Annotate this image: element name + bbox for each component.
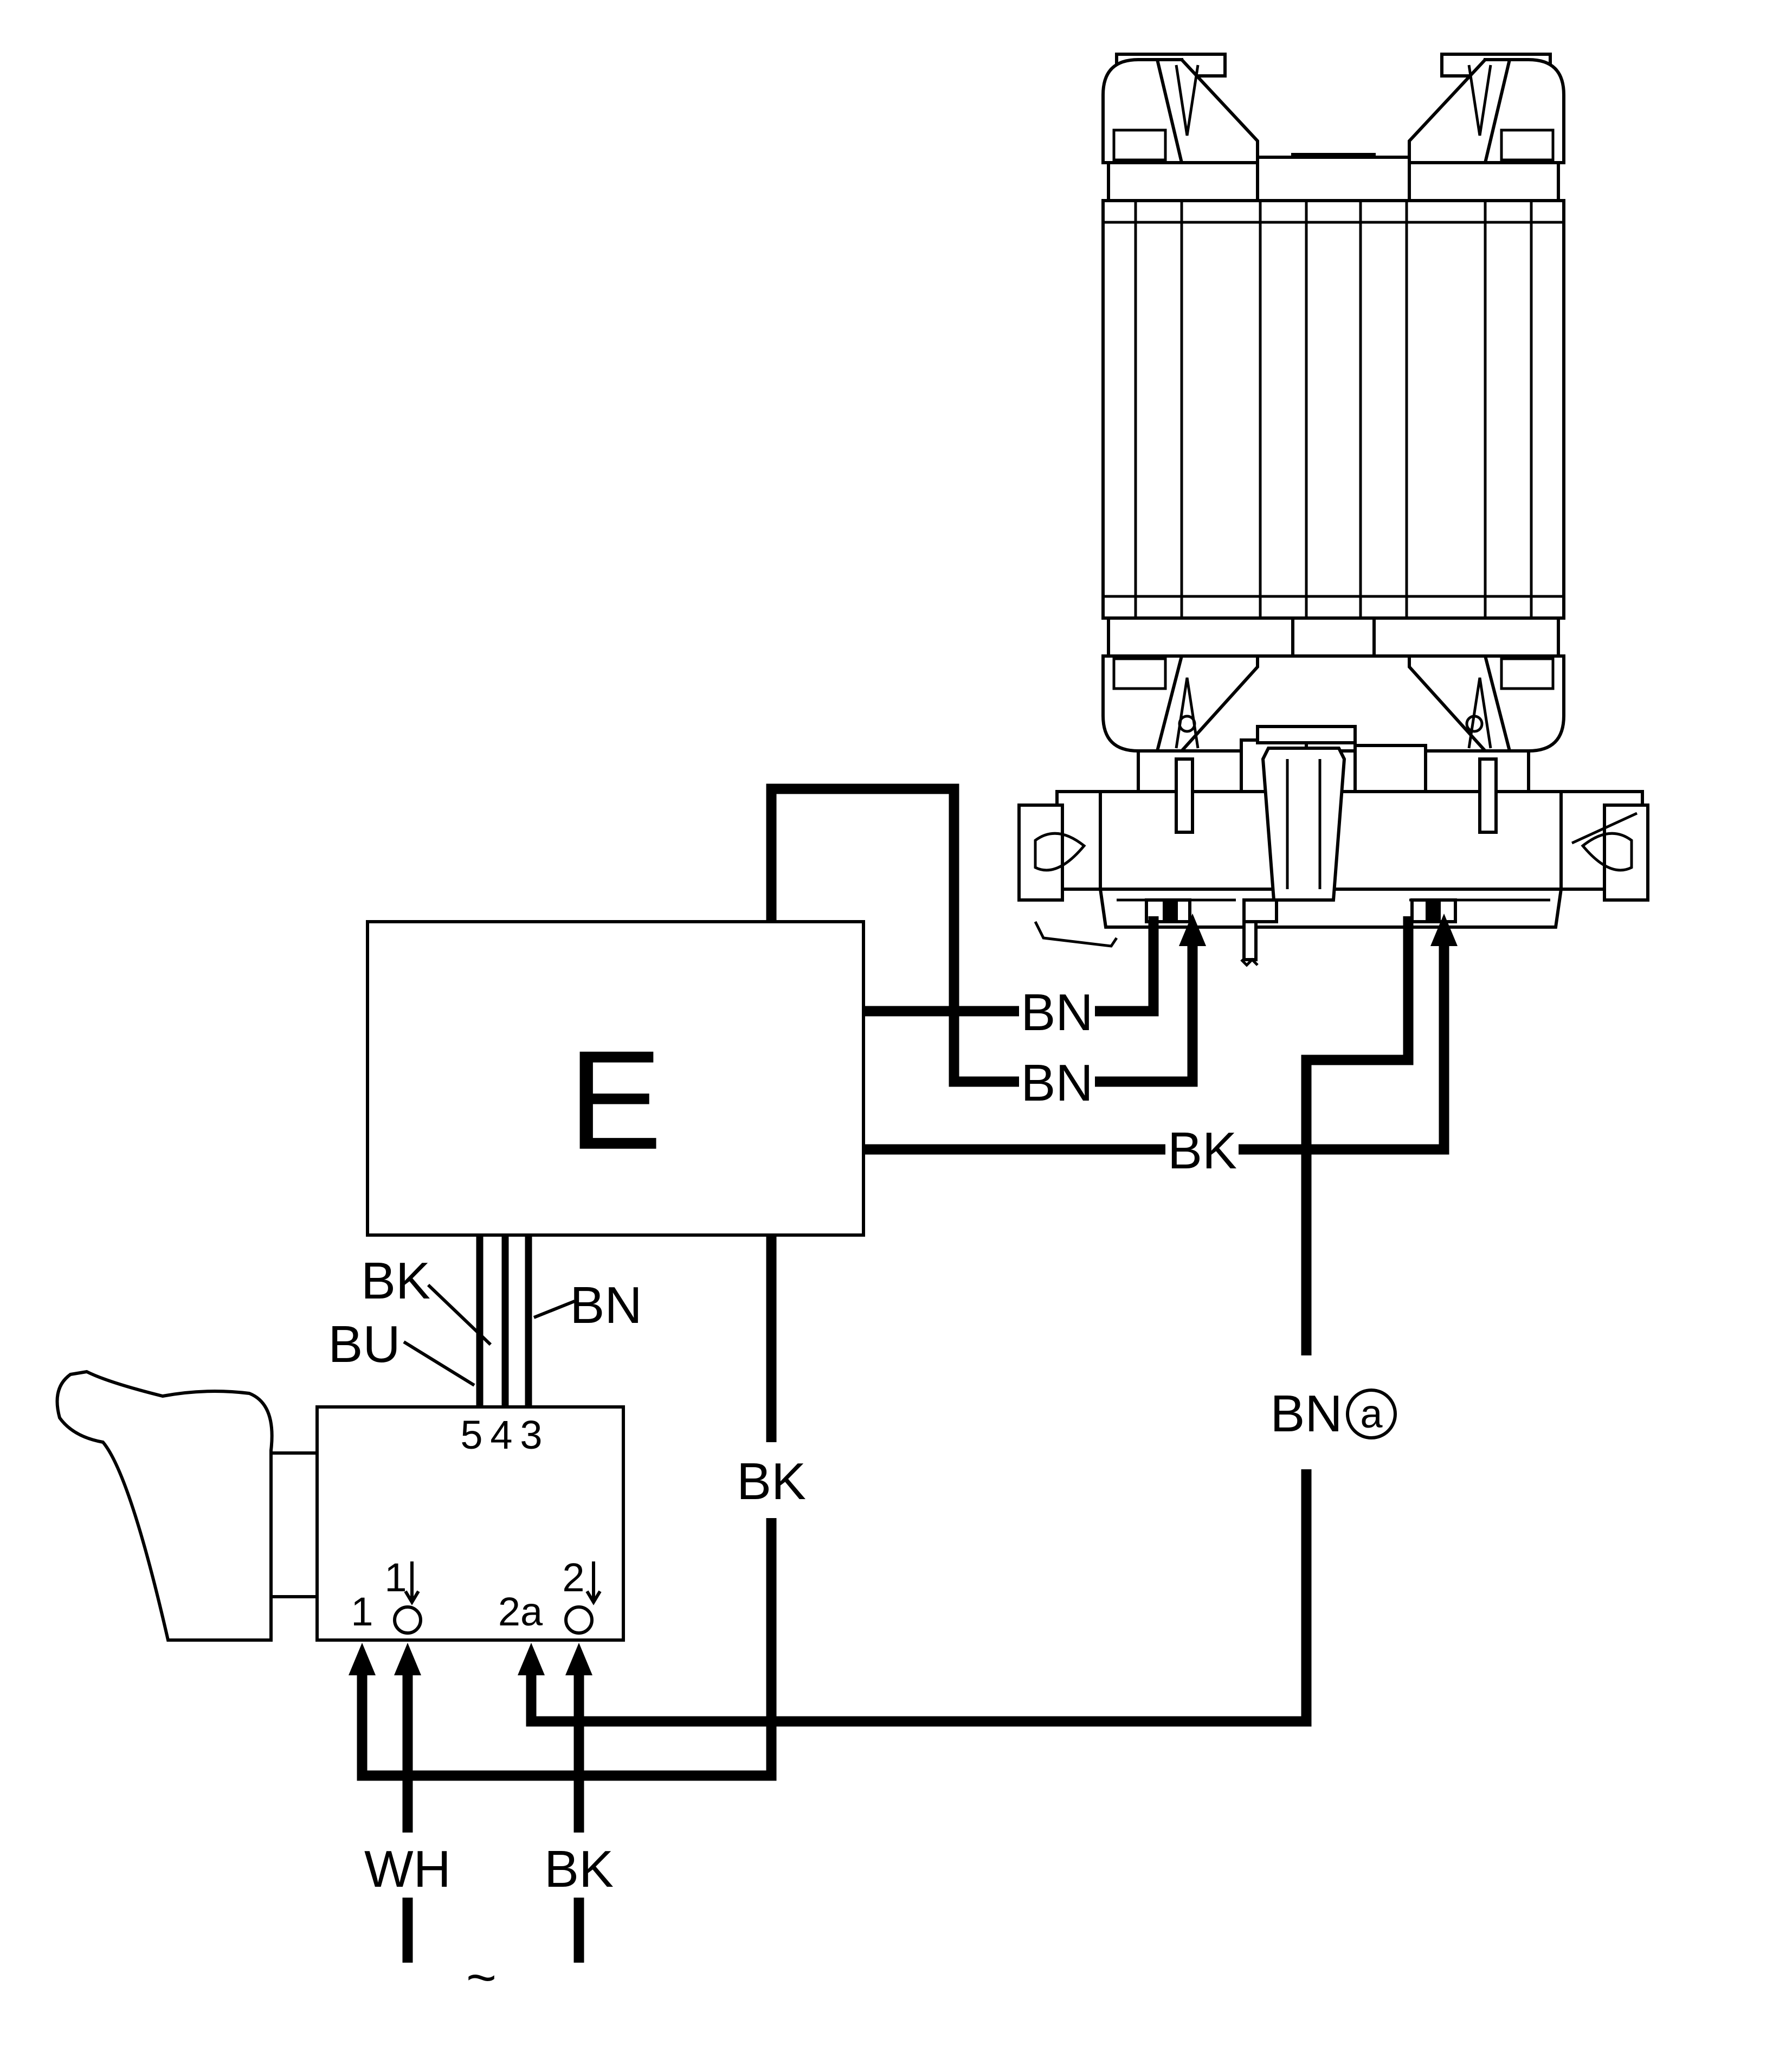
terminal-1-contact xyxy=(393,1605,422,1635)
label-supply-bk: BK xyxy=(544,1840,614,1898)
wire-bn-return-a xyxy=(1301,916,1414,1355)
wire-bk-loop-top xyxy=(766,783,1019,1087)
terminal-4-label: 4 xyxy=(490,1412,512,1457)
marker-a-circle xyxy=(1346,1389,1397,1439)
wire-bn-lower xyxy=(1095,943,1198,1087)
arrow-brush-left xyxy=(1179,914,1206,946)
label-bn-lower: BN xyxy=(1021,1054,1093,1112)
trigger-stem xyxy=(269,1451,319,1598)
switch-body xyxy=(315,1405,625,1642)
leader-bk xyxy=(427,1283,492,1346)
leader-bu xyxy=(403,1340,475,1387)
arrow-bk-supply xyxy=(565,1643,592,1675)
wire-labels: BN BN BK BK BU BN BK BN a WH BK ~ xyxy=(328,983,1397,2007)
wire-bn-return-b xyxy=(526,1469,1312,1727)
trigger-switch: 5 4 3 1 1 2a 2 xyxy=(55,1370,625,1642)
arrow-wh xyxy=(394,1643,421,1675)
label-ac-symbol: ~ xyxy=(466,1949,497,2007)
terminal-5-label: 5 xyxy=(460,1412,482,1457)
electronics-module: E xyxy=(366,920,865,1237)
terminal-1-label: 1 xyxy=(351,1589,373,1634)
terminal-1-out-label: 1 xyxy=(384,1555,407,1600)
label-bn-upper: BN xyxy=(1021,983,1093,1042)
motor xyxy=(1017,53,1649,967)
wire-bn-upper-b xyxy=(1095,916,1159,1017)
trigger-paddle xyxy=(55,1370,274,1642)
label-bk-vertical: BK xyxy=(737,1452,806,1510)
label-bundle-bu: BU xyxy=(328,1315,400,1373)
label-bn-return: BN xyxy=(1270,1385,1342,1443)
label-bundle-bn: BN xyxy=(570,1276,642,1334)
terminal-2-arrow xyxy=(585,1561,602,1605)
leader-bn xyxy=(533,1300,576,1319)
electronics-box-label: E xyxy=(568,1022,662,1179)
arrow-1 xyxy=(349,1643,376,1675)
arrow-bk-motor xyxy=(1430,914,1458,946)
marker-a-label: a xyxy=(1360,1391,1383,1436)
label-bk-motor: BK xyxy=(1168,1122,1237,1180)
terminal-1-arrow xyxy=(404,1561,420,1605)
terminal-2-out-label: 2 xyxy=(562,1555,584,1600)
arrow-2a xyxy=(518,1643,545,1675)
terminal-2a-label: 2a xyxy=(498,1589,543,1634)
terminal-3-label: 3 xyxy=(520,1412,542,1457)
wires xyxy=(349,783,1458,1963)
label-bundle-bk: BK xyxy=(361,1252,430,1310)
terminal-2-contact xyxy=(564,1605,594,1635)
wire-bk-vertical-b xyxy=(357,1518,777,1781)
label-supply-wh: WH xyxy=(364,1840,451,1898)
electronics-box xyxy=(366,920,865,1237)
